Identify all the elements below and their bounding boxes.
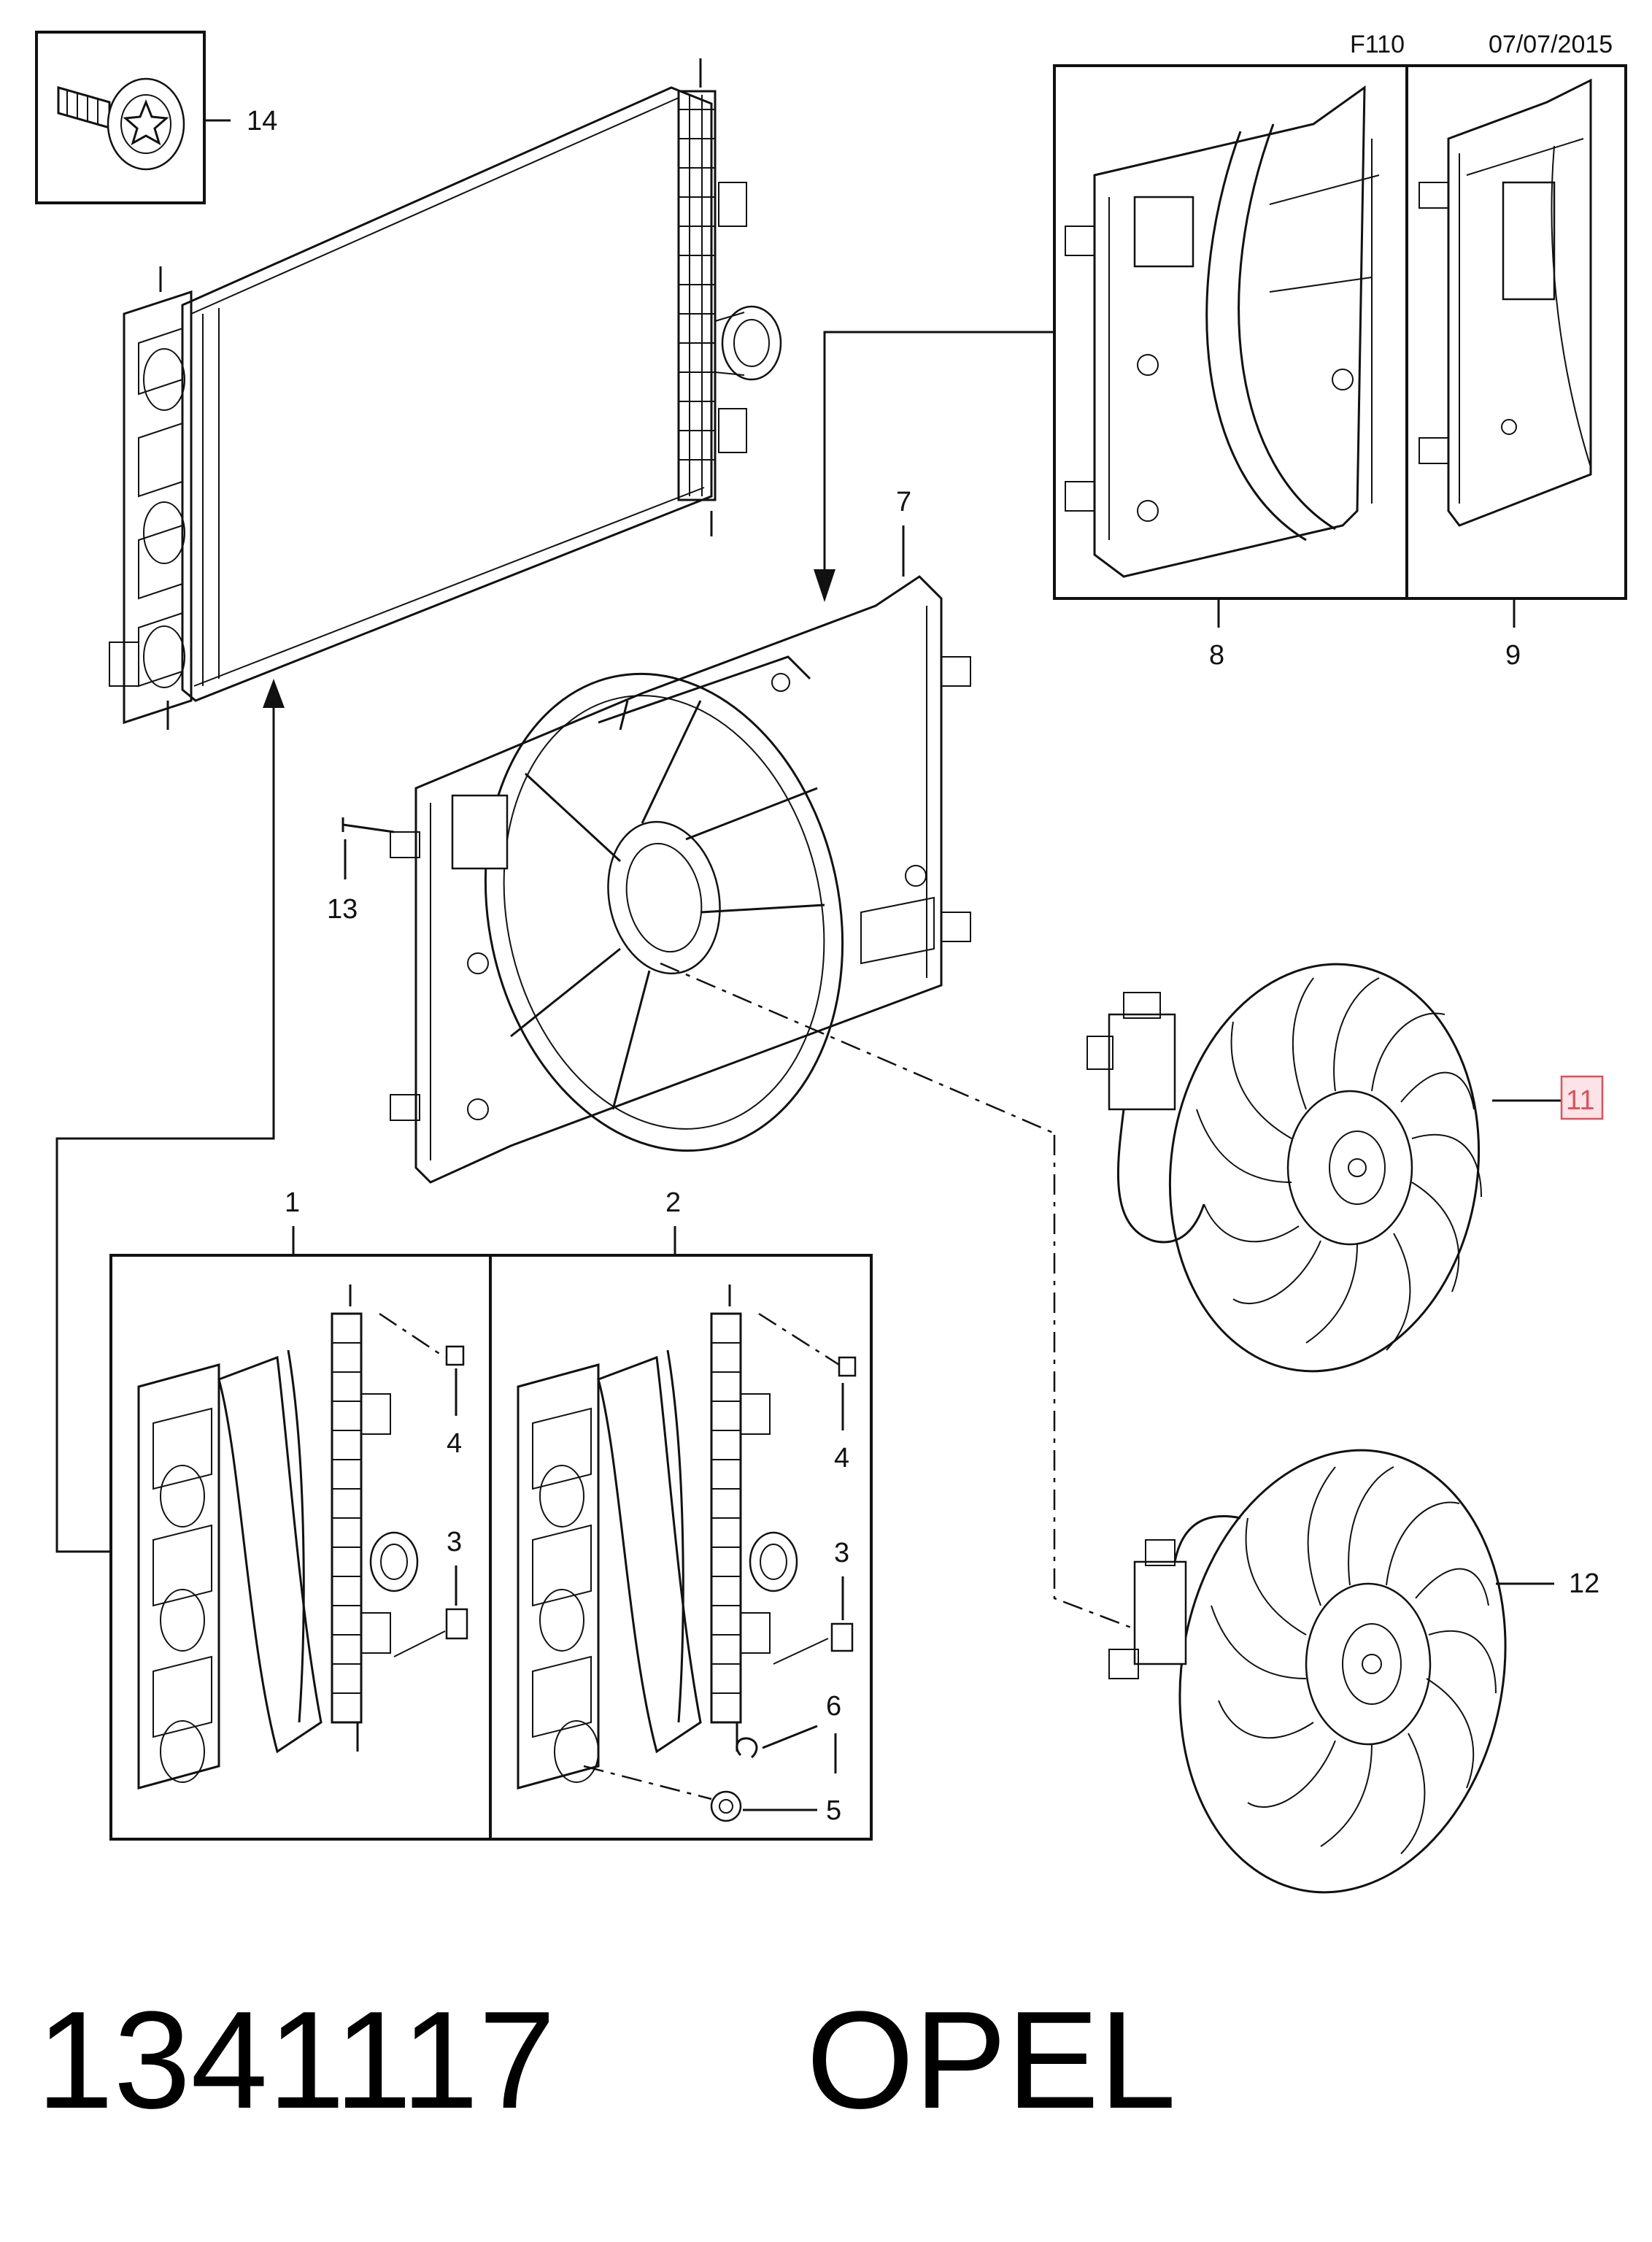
part-number: 1341117 — [36, 1983, 555, 2138]
callout-3b[interactable]: 3 — [834, 1538, 849, 1568]
fan-12: 12 — [1053, 1135, 1599, 1894]
callout-7[interactable]: 7 — [896, 487, 911, 517]
callout-14[interactable]: 14 — [247, 106, 277, 136]
callout-3a[interactable]: 3 — [447, 1527, 462, 1557]
fan-shroud: 7 13 — [327, 487, 1059, 1184]
shroud-variants-box: 8 9 — [1053, 64, 1627, 671]
figure-date: 07/07/2015 — [1489, 31, 1613, 58]
radiator-assembly — [109, 58, 782, 730]
callout-5[interactable]: 5 — [826, 1795, 841, 1826]
callout-13[interactable]: 13 — [327, 894, 358, 925]
callout-6[interactable]: 6 — [826, 1691, 841, 1722]
callout-12[interactable]: 12 — [1569, 1568, 1599, 1599]
screw-detail-box: 14 — [35, 31, 277, 204]
callout-9[interactable]: 9 — [1505, 640, 1521, 671]
callout-11[interactable]: 11 — [1566, 1085, 1594, 1116]
radiator-variants-box: 1 2 4 3 — [109, 1187, 873, 1841]
figure-code: F110 — [1350, 31, 1405, 58]
callout-4b[interactable]: 4 — [834, 1443, 849, 1474]
brand-name: OPEL — [806, 1983, 1176, 2138]
fan-11: 11 — [1086, 963, 1604, 1373]
callout-8[interactable]: 8 — [1209, 640, 1224, 671]
callout-11-highlight — [1560, 1075, 1604, 1120]
callout-4a[interactable]: 4 — [447, 1428, 462, 1459]
callout-2[interactable]: 2 — [665, 1187, 681, 1218]
screw-icon — [57, 77, 185, 171]
callout-1[interactable]: 1 — [285, 1187, 300, 1218]
connector-arrows — [55, 331, 1054, 1553]
